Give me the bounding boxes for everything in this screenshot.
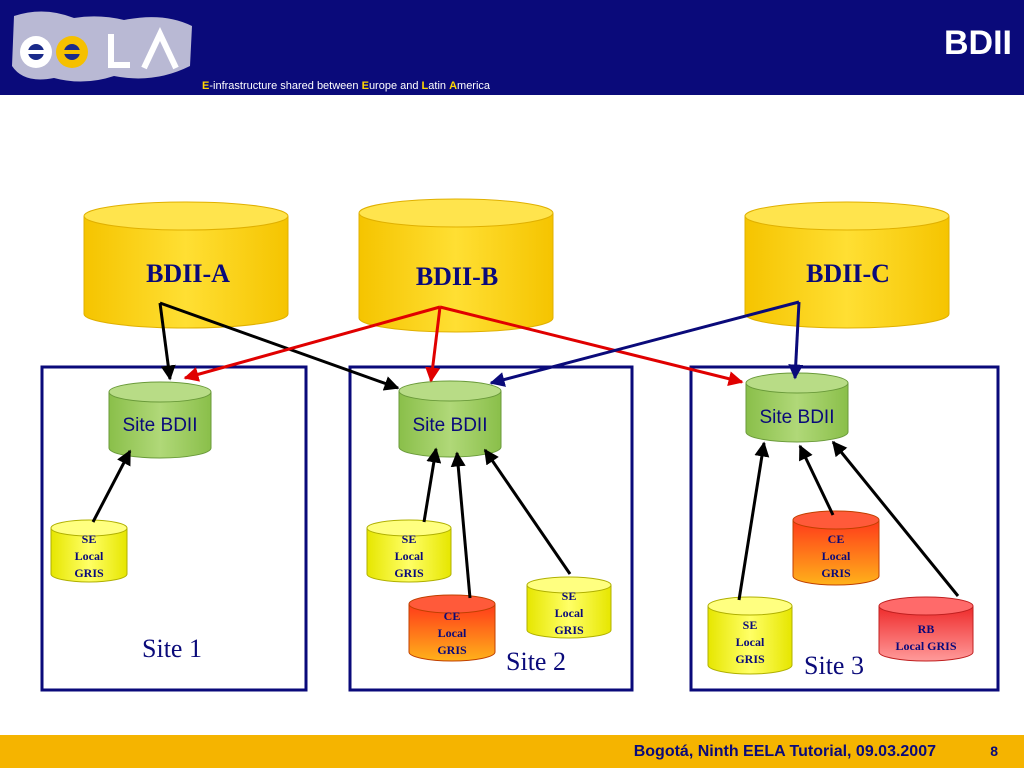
tagline-e2: E: [361, 80, 369, 92]
bdii-a-label: BDII-A: [146, 259, 230, 288]
bdii-c-label: BDII-C: [806, 259, 890, 288]
site3-se-line3: GRIS: [735, 652, 765, 666]
arrow-site3-se-to-bdii: [737, 441, 770, 601]
site3-se-line2: Local: [736, 635, 765, 649]
tagline-t4: merica: [457, 80, 491, 92]
site3-rb-gris: RB Local GRIS: [878, 596, 974, 662]
arrow-site1-se-to-bdii: [91, 449, 132, 523]
arrow-bdii-b-to-site1: [183, 305, 441, 382]
bdii-c-cylinder: BDII-C: [744, 201, 950, 329]
bdii-b-cylinder: BDII-B: [358, 198, 554, 333]
site2-bdii-label: Site BDII: [413, 415, 488, 436]
arrow-bdii-a-to-site2: [159, 301, 400, 391]
site1-bdii: Site BDII: [108, 381, 212, 459]
tagline-t3: atin: [428, 80, 450, 92]
site3-label: Site 3: [804, 651, 864, 680]
site3-ce-line3: GRIS: [821, 566, 851, 580]
site3-bdii-label: Site BDII: [760, 407, 835, 428]
arrow-site3-rb-to-bdii: [831, 440, 960, 597]
site3-frame: [689, 365, 1000, 692]
site2-se1-line1: SE: [402, 532, 417, 546]
arrow-bdii-c-to-site3: [788, 301, 804, 380]
arrow-bdii-b-to-site3: [439, 305, 744, 387]
site2-se2-gris: SE Local GRIS: [526, 576, 612, 639]
site2-frame: [348, 365, 634, 692]
site3-se-line1: SE: [743, 618, 758, 632]
header-bar: BDII E-infrastructure shared between Eur…: [0, 0, 1024, 95]
site2-se2-line3: GRIS: [554, 623, 584, 637]
site2-se2-line1: SE: [562, 589, 577, 603]
slide-title: BDII: [944, 24, 1012, 62]
site1-se-line2: Local: [75, 549, 104, 563]
site2-se1-line3: GRIS: [394, 566, 424, 580]
site3-rb-line2: Local GRIS: [895, 639, 956, 653]
site1-se-line1: SE: [82, 532, 97, 546]
site3-bdii: Site BDII: [745, 372, 849, 443]
page-number: 8: [990, 743, 998, 759]
site2-label: Site 2: [506, 647, 566, 676]
arrow-bdii-a-to-site1: [158, 302, 176, 381]
site3-rb-line1: RB: [918, 622, 935, 636]
site1-label: Site 1: [142, 634, 202, 663]
site2-se1-line2: Local: [395, 549, 424, 563]
site3-ce-gris: CE Local GRIS: [792, 510, 880, 586]
site2-se2-line2: Local: [555, 606, 584, 620]
bdii-b-label: BDII-B: [416, 262, 498, 291]
site2-ce-line3: GRIS: [437, 643, 467, 657]
site2-ce-gris: CE Local GRIS: [408, 594, 496, 662]
site3-ce-line1: CE: [828, 532, 845, 546]
site1-bdii-label: Site BDII: [123, 415, 198, 436]
site1-se-gris: SE Local GRIS: [50, 519, 128, 583]
arrow-site2-se1-to-bdii: [422, 447, 442, 523]
bdii-a-cylinder: BDII-A: [83, 201, 289, 329]
tagline: E-infrastructure shared between Europe a…: [202, 80, 490, 92]
tagline-e3: L: [421, 80, 429, 92]
site3-ce-line2: Local: [822, 549, 851, 563]
site3-se-gris: SE Local GRIS: [707, 596, 793, 675]
arrow-bdii-b-to-site2: [425, 306, 442, 383]
site1-se-line3: GRIS: [74, 566, 104, 580]
site2-se1-gris: SE Local GRIS: [366, 519, 452, 583]
arrow-bdii-c-to-site2: [489, 300, 800, 387]
arrow-site2-se2-to-bdii: [483, 448, 572, 575]
eela-logo: [12, 11, 192, 82]
tagline-e1: E: [202, 80, 210, 92]
site2-bdii: Site BDII: [398, 380, 502, 458]
tagline-t2: urope and: [368, 80, 422, 92]
tagline-t1: -infrastructure shared between: [209, 80, 362, 92]
arrow-site2-ce-to-bdii: [450, 451, 472, 599]
footer-text: Bogotá, Ninth EELA Tutorial, 09.03.2007: [633, 743, 936, 760]
tagline-e4: A: [449, 80, 458, 92]
site2-ce-line1: CE: [444, 609, 461, 623]
site2-ce-line2: Local: [438, 626, 467, 640]
footer-bar: Bogotá, Ninth EELA Tutorial, 09.03.2007 …: [0, 735, 1024, 768]
arrow-site3-ce-to-bdii: [798, 444, 835, 516]
